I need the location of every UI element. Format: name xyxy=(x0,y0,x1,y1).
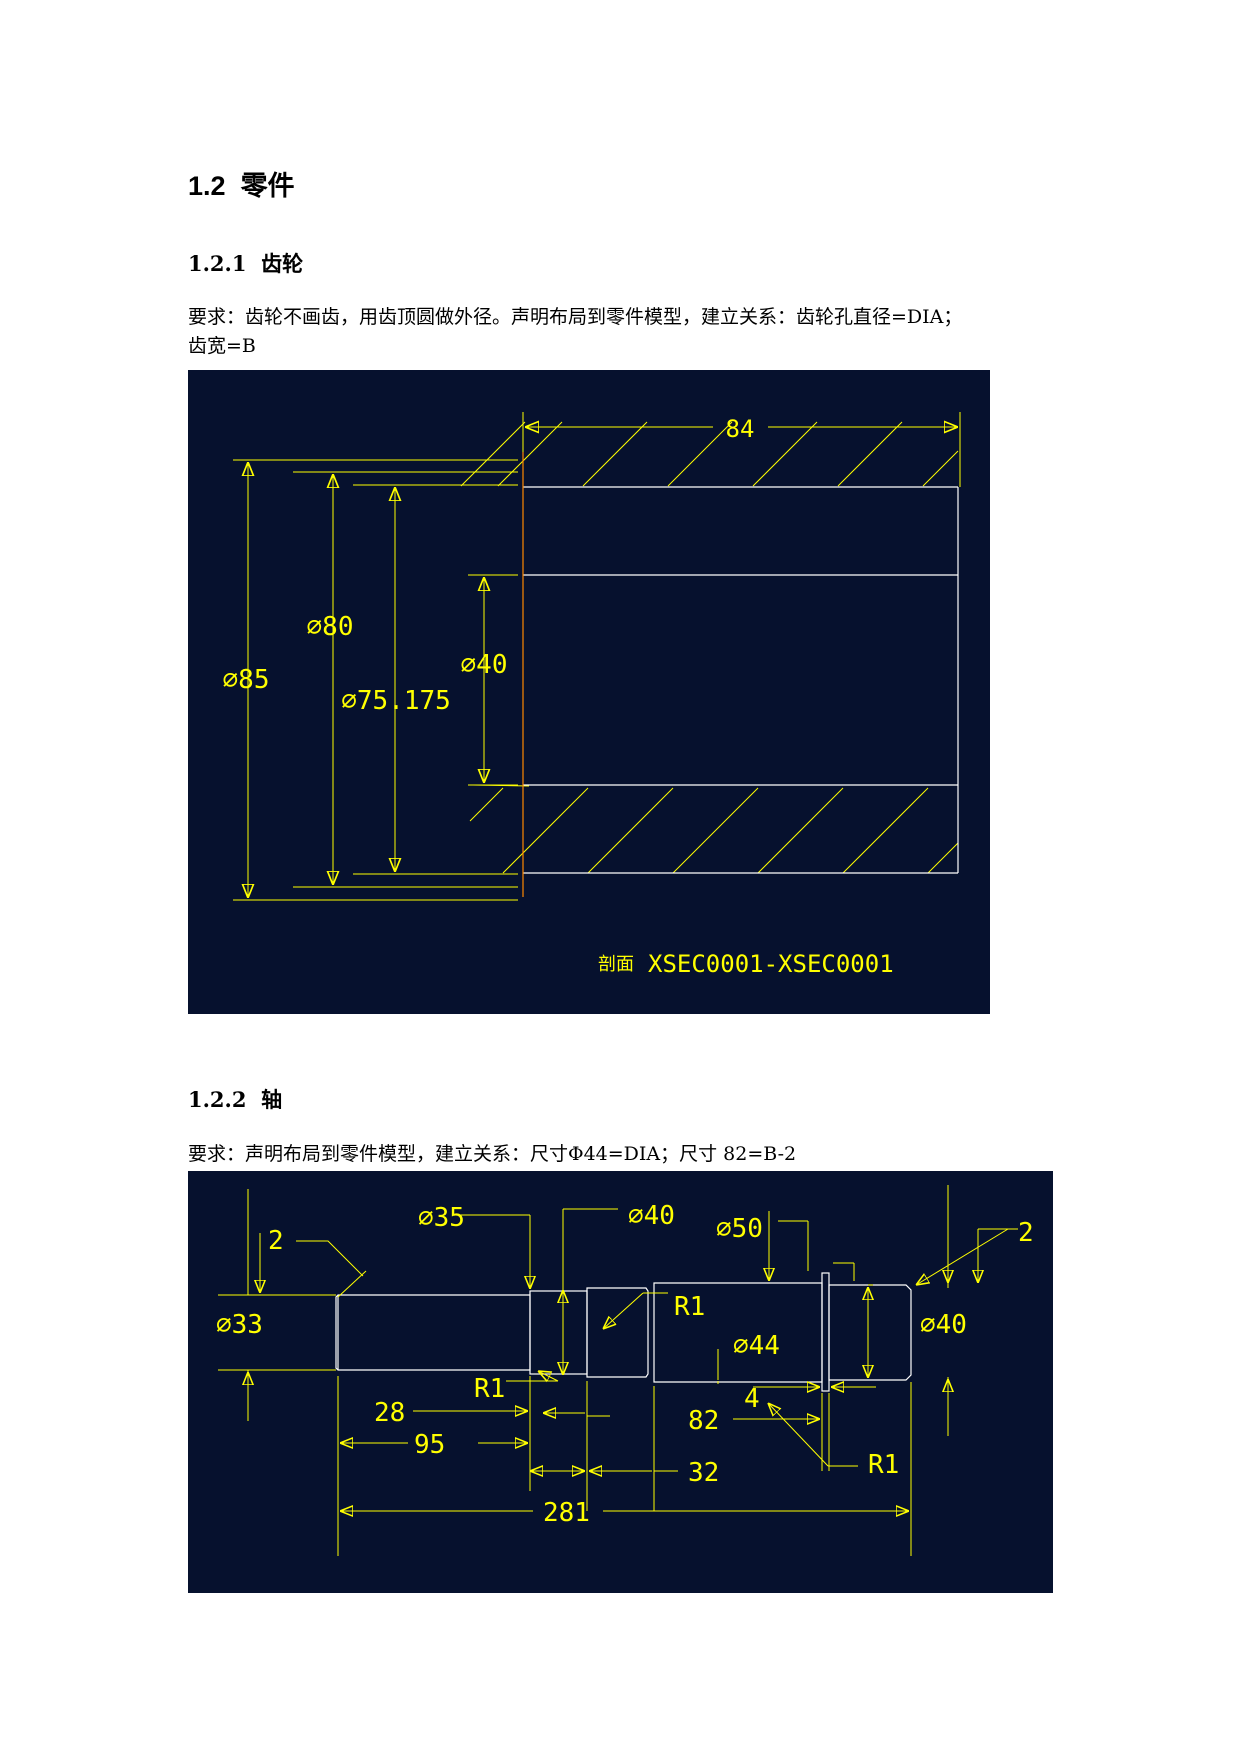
hatch-bottom xyxy=(469,784,959,874)
shaft-r1-b: R1 xyxy=(474,1374,505,1404)
dim-d40: ∅40 xyxy=(461,650,508,680)
shaft-len-281: 281 xyxy=(543,1498,590,1528)
shaft-r1-c: R1 xyxy=(868,1450,899,1480)
shaft-d40-top: ∅40 xyxy=(628,1201,675,1231)
gear-requirement-line1: 要求：齿轮不画齿，用齿顶圆做外径。声明布局到零件模型，建立关系：齿轮孔直径=DI… xyxy=(188,306,963,328)
shaft-heading-title: 轴 xyxy=(261,1087,283,1112)
section-heading: 1.2 零件 xyxy=(188,164,295,203)
gear-heading-title: 齿轮 xyxy=(261,251,304,276)
shaft-d40-right: ∅40 xyxy=(920,1310,967,1340)
dim-d80: ∅80 xyxy=(307,612,354,642)
shaft-requirement: 要求：声明布局到零件模型，建立关系：尺寸Φ44=DIA；尺寸 82=B-2 xyxy=(188,1140,1068,1169)
shaft-len-4: 4 xyxy=(744,1384,760,1414)
shaft-heading: 1.2.2 轴 xyxy=(188,1084,282,1114)
shaft-heading-number: 1.2.2 xyxy=(188,1087,247,1112)
shaft-len-95: 95 xyxy=(414,1430,445,1460)
dim-d75: ∅75.175 xyxy=(341,686,451,716)
shaft-d50: ∅50 xyxy=(716,1214,763,1244)
dim-d85: ∅85 xyxy=(223,665,270,695)
shaft-r1-a: R1 xyxy=(674,1292,705,1322)
shaft-requirement-text: 要求：声明布局到零件模型，建立关系：尺寸Φ44=DIA；尺寸 82=B-2 xyxy=(188,1143,797,1165)
shaft-d44: ∅44 xyxy=(733,1331,780,1361)
shaft-len-32: 32 xyxy=(688,1458,719,1488)
dim-width: 84 xyxy=(726,415,755,443)
section-number: 1.2 xyxy=(188,171,226,201)
shaft-outline xyxy=(335,1272,912,1392)
hatch-top xyxy=(460,421,959,487)
gear-requirement-line2: 齿宽=B xyxy=(188,335,256,357)
shaft-len-28: 28 xyxy=(374,1398,405,1428)
shaft-drawing: ∅35 ∅40 ∅50 2 2 ∅33 R1 ∅44 ∅40 R1 4 28 8… xyxy=(188,1171,1053,1593)
shaft-chamfer-left: 2 xyxy=(268,1226,284,1256)
shaft-len-82: 82 xyxy=(688,1406,719,1436)
shaft-chamfer-right: 2 xyxy=(1018,1218,1034,1248)
gear-requirement: 要求：齿轮不画齿，用齿顶圆做外径。声明布局到零件模型，建立关系：齿轮孔直径=DI… xyxy=(188,303,1068,361)
shaft-d33: ∅33 xyxy=(216,1310,263,1340)
section-label: XSEC0001-XSEC0001 xyxy=(648,950,894,978)
section-label-cn: 剖面 xyxy=(598,954,634,975)
gear-drawing: 84 ∅85 ∅80 ∅75.175 ∅40 剖面 XSEC0001-XSEC0… xyxy=(188,370,990,1014)
gear-heading-number: 1.2.1 xyxy=(188,251,247,276)
gear-section-outline xyxy=(523,486,959,874)
gear-heading: 1.2.1 齿轮 xyxy=(188,248,303,278)
section-title: 零件 xyxy=(240,171,295,201)
shaft-d35: ∅35 xyxy=(418,1203,465,1233)
